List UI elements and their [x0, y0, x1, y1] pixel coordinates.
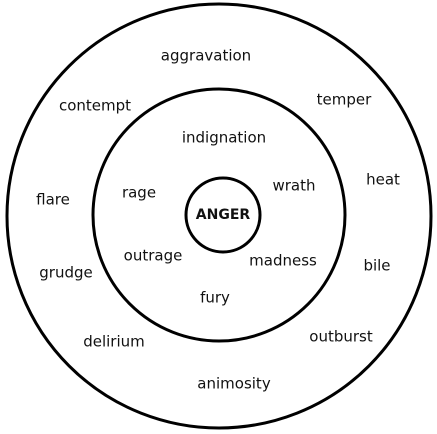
- inner-word-wrath: wrath: [272, 176, 316, 195]
- outer-word-grudge: grudge: [39, 263, 93, 282]
- inner-word-indignation: indignation: [181, 128, 267, 147]
- inner-word-outrage: outrage: [123, 246, 183, 265]
- outer-word-temper: temper: [316, 90, 372, 109]
- outer-word-bile: bile: [363, 256, 391, 275]
- outer-word-contempt: contempt: [58, 96, 132, 115]
- outer-word-aggravation: aggravation: [160, 46, 252, 65]
- outer-word-outburst: outburst: [309, 327, 373, 346]
- center-circle: [184, 176, 262, 254]
- outer-word-flare: flare: [36, 190, 70, 209]
- inner-word-madness: madness: [249, 251, 317, 270]
- inner-word-rage: rage: [121, 183, 157, 202]
- outer-word-delirium: delirium: [83, 332, 145, 351]
- outer-ring-circle: [5, 2, 433, 430]
- outer-word-heat: heat: [366, 170, 400, 189]
- outer-word-animosity: animosity: [197, 374, 271, 393]
- center-label: ANGER: [195, 207, 251, 223]
- inner-word-fury: fury: [200, 288, 230, 307]
- middle-ring-circle: [91, 87, 347, 343]
